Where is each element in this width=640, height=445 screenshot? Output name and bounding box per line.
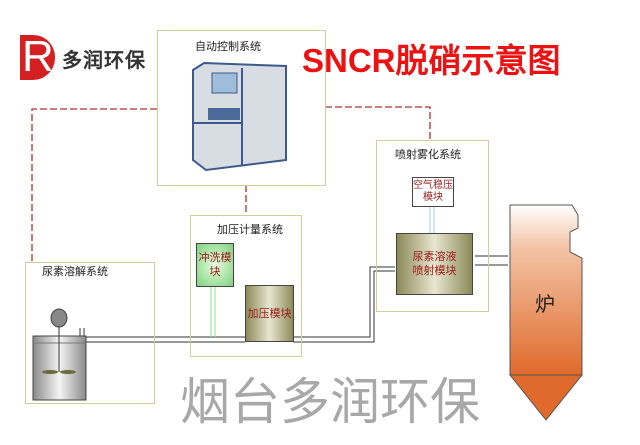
metering-system-label: 加压计量系统	[217, 223, 283, 236]
page-title: SNCR脱硝示意图	[302, 42, 561, 79]
furnace-label: 炉	[535, 292, 555, 316]
logo-text: 多润环保	[62, 48, 146, 72]
pressure-module: 加压模块	[245, 285, 294, 342]
control-system-box	[157, 30, 326, 186]
flush-module: 冲洗模块	[196, 243, 234, 287]
spray-system-label: 喷射雾化系统	[395, 148, 461, 161]
control-cabinet-image	[192, 61, 287, 172]
control-system-label: 自动控制系统	[195, 40, 261, 53]
air-pipe	[429, 205, 435, 233]
urea-spray-module: 尿素溶液喷射模块	[396, 233, 473, 295]
logo: R	[20, 32, 55, 81]
spray-system-box	[376, 140, 489, 312]
agitator-blade	[60, 370, 76, 374]
watermark: 烟台多润环保	[180, 373, 480, 431]
flush-pipe	[210, 285, 216, 337]
air-regulator-module: 空气稳压模块	[412, 177, 454, 207]
agitator-blade	[42, 370, 58, 374]
furnace-hopper	[508, 374, 584, 421]
logo-letter: R	[22, 32, 54, 81]
metering-system-box	[190, 215, 302, 357]
signal-lines	[31, 106, 431, 262]
dissolve-system-box	[25, 262, 155, 404]
agitator-motor-icon	[50, 308, 68, 328]
dissolve-system-label: 尿素溶解系统	[42, 265, 108, 278]
